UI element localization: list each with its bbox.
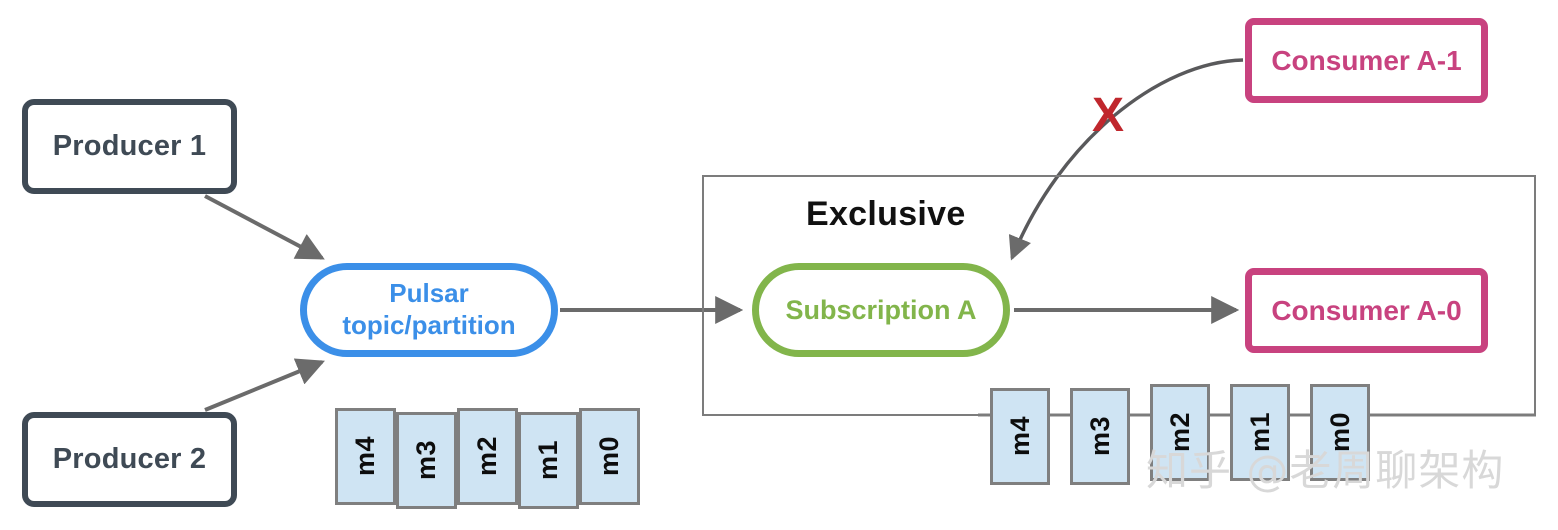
- blocked-connection-x-icon: X: [1092, 92, 1124, 140]
- topic-message-m3: m3: [396, 412, 457, 509]
- topic-message-m3-label: m3: [411, 440, 441, 481]
- producer-1-node[interactable]: Producer 1: [22, 99, 237, 194]
- delivered-message-m4: m4: [990, 388, 1050, 485]
- producer-2-node[interactable]: Producer 2: [22, 412, 237, 507]
- pulsar-topic-line2: topic/partition: [342, 310, 516, 340]
- consumer-a-1-node[interactable]: Consumer A-1: [1245, 18, 1488, 103]
- producer-2-label: Producer 2: [52, 443, 207, 476]
- consumer-a-0-node[interactable]: Consumer A-0: [1245, 268, 1488, 353]
- topic-message-m2: m2: [457, 408, 518, 505]
- topic-message-m1-label: m1: [533, 440, 563, 481]
- delivered-message-m0: m0: [1310, 384, 1370, 481]
- delivered-message-m4-label: m4: [1004, 416, 1035, 457]
- watermark-text: 知乎 @老周聊架构: [1146, 446, 1505, 495]
- pulsar-topic-node[interactable]: Pulsar topic/partition: [300, 263, 558, 357]
- consumer-a-1-label: Consumer A-1: [1271, 44, 1462, 76]
- arrow-producer1-to-topic: [204, 194, 325, 260]
- delivered-message-m2: m2: [1150, 384, 1210, 481]
- topic-message-m1: m1: [518, 412, 579, 509]
- consumer-a-0-label: Consumer A-0: [1271, 294, 1462, 326]
- pulsar-topic-line1: Pulsar: [389, 278, 469, 309]
- delivered-message-m3-label: m3: [1084, 416, 1115, 457]
- subscription-a-label: Subscription A: [785, 294, 977, 325]
- subscription-a-node[interactable]: Subscription A: [752, 263, 1010, 357]
- producer-1-label: Producer 1: [52, 130, 207, 163]
- arrow-consumer-a1-to-subscription-blocked: [1008, 58, 1244, 261]
- topic-message-m4: m4: [335, 408, 396, 505]
- topic-message-m2-label: m2: [472, 436, 502, 477]
- topic-message-m4-label: m4: [350, 436, 380, 477]
- topic-message-m0-label: m0: [594, 436, 624, 477]
- topic-message-m0: m0: [579, 408, 640, 505]
- arrow-producer2-to-topic: [204, 358, 325, 412]
- exclusive-group-label: Exclusive: [806, 195, 966, 233]
- delivered-message-m3: m3: [1070, 388, 1130, 485]
- delivered-message-m1: m1: [1230, 384, 1290, 481]
- blocked-x-glyph: X: [1092, 89, 1125, 142]
